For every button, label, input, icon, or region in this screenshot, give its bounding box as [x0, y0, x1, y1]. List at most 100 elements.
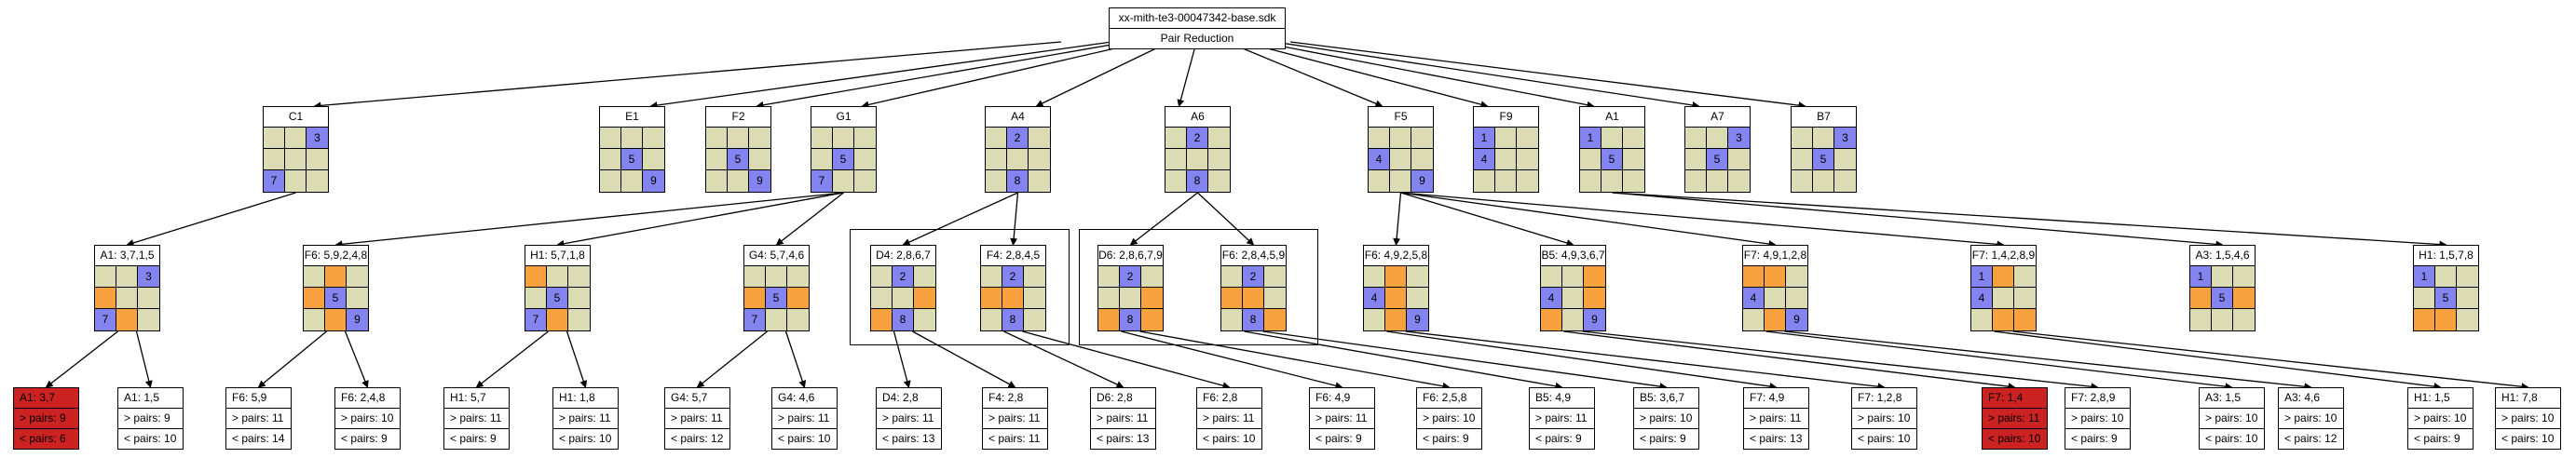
result-label: F7: 2,8,9 — [2071, 391, 2116, 404]
grid-cell: 4 — [1474, 149, 1495, 170]
tree-edge — [1765, 330, 2233, 391]
grid-cell — [1264, 266, 1286, 288]
grid-cell — [568, 266, 590, 288]
root-subtitle: Pair Reduction — [1110, 28, 1285, 48]
grid-cell — [854, 170, 876, 192]
result-lesser-pairs: < pairs: 9 — [1634, 428, 1698, 449]
grid-cell — [547, 266, 568, 288]
result-lesser-pairs: < pairs: 10 — [1983, 428, 2047, 449]
grid-cell — [1221, 309, 1243, 330]
result-label: H1: 1,5 — [2414, 391, 2450, 404]
grid-cell — [914, 266, 935, 288]
grid-cell — [1264, 309, 1286, 330]
result-node: H1: 5,7> pairs: 11< pairs: 9 — [443, 387, 510, 450]
grid-cell — [1165, 170, 1187, 192]
tree-edge — [1400, 192, 1574, 247]
grid-cell — [811, 149, 833, 170]
result-greater-pairs: > pairs: 10 — [1852, 408, 1916, 428]
grid-cell — [706, 149, 728, 170]
grid-cell — [2014, 288, 2036, 309]
grid-cell — [525, 288, 547, 309]
grid-cell — [1517, 128, 1538, 149]
grid-cell — [1165, 128, 1187, 149]
grid-cell: 2 — [893, 266, 914, 288]
tree-edge — [1563, 330, 2016, 391]
grid-cell: 4 — [1743, 288, 1765, 309]
grid-cell — [2233, 309, 2255, 330]
grid-cell — [1623, 128, 1644, 149]
root-node: xx-mith-te3-00047342-base.sdk Pair Reduc… — [1109, 7, 1286, 49]
grid-cell — [2233, 266, 2255, 288]
grid-cell: 1 — [1474, 128, 1495, 149]
grid-cell — [1007, 149, 1029, 170]
tree-edge — [1405, 330, 1886, 391]
grid-cell — [95, 288, 116, 309]
tree-edge — [556, 192, 844, 248]
grid-cell — [1474, 170, 1495, 192]
grid-cell — [1024, 266, 1045, 288]
pair-node-label: F7: 1,4,2,8,9 — [1971, 246, 2036, 266]
result-label: H1: 5,7 — [450, 391, 486, 404]
grid-cell — [264, 128, 285, 149]
pair-node-label: F7: 4,9,1,2,8 — [1743, 246, 1807, 266]
tree-edge — [1129, 192, 1198, 246]
tree-edge — [696, 330, 768, 388]
pair-node-label: G4: 5,7,4,6 — [744, 246, 809, 266]
grid-cell: 3 — [1834, 128, 1856, 149]
result-node: F6: 2,5,8> pairs: 10< pairs: 9 — [1416, 387, 1482, 450]
result-node: F7: 1,2,8> pairs: 10< pairs: 10 — [1851, 387, 1917, 450]
result-node-eliminated: A1: 3,7> pairs: 9< pairs: 6 — [13, 387, 79, 450]
tree-edge — [1139, 330, 1451, 390]
tree-edge — [784, 330, 807, 388]
grid-cell: 9 — [1411, 170, 1433, 192]
grid-cell — [1385, 266, 1407, 288]
grid-cell — [833, 170, 854, 192]
grid-cell — [347, 288, 368, 309]
tree-edge — [1242, 41, 1489, 109]
grid-cell — [1580, 149, 1601, 170]
grid-cell — [138, 309, 159, 330]
result-lesser-pairs: < pairs: 9 — [1530, 428, 1594, 449]
grid-cell — [986, 149, 1007, 170]
grid-cell — [1601, 128, 1623, 149]
grid-cell — [285, 170, 307, 192]
grid-cell: 9 — [749, 170, 770, 192]
grid-cell — [1685, 149, 1707, 170]
result-label: F7: 4,9 — [1750, 391, 1785, 404]
grid-cell — [1024, 288, 1045, 309]
grid-cell — [914, 288, 935, 309]
result-lesser-pairs: < pairs: 9 — [1417, 428, 1481, 449]
grid-cell: 2 — [1243, 266, 1264, 288]
result-greater-pairs: > pairs: 10 — [1634, 408, 1698, 428]
result-greater-pairs: > pairs: 10 — [2496, 408, 2560, 428]
result-label: B5: 3,6,7 — [1640, 391, 1685, 404]
tree-edge — [1197, 192, 1255, 246]
grid-cell — [1120, 288, 1141, 309]
grid-cell — [744, 288, 766, 309]
grid-cell — [1562, 288, 1584, 309]
grid-cell — [1407, 266, 1428, 288]
grid-cell — [1765, 288, 1786, 309]
result-greater-pairs: > pairs: 11 — [553, 408, 618, 428]
result-greater-pairs: > pairs: 11 — [444, 408, 509, 428]
grid-cell — [568, 309, 590, 330]
grid-cell — [1208, 149, 1230, 170]
cell-node-label: A7 — [1685, 107, 1750, 128]
grid-cell — [1221, 288, 1243, 309]
grid-cell — [2212, 266, 2233, 288]
tree-edge — [126, 192, 296, 247]
grid-cell — [1580, 170, 1601, 192]
grid-cell — [600, 170, 621, 192]
grid-cell — [1685, 170, 1707, 192]
grid-cell — [766, 309, 787, 330]
grid-cell — [871, 266, 893, 288]
